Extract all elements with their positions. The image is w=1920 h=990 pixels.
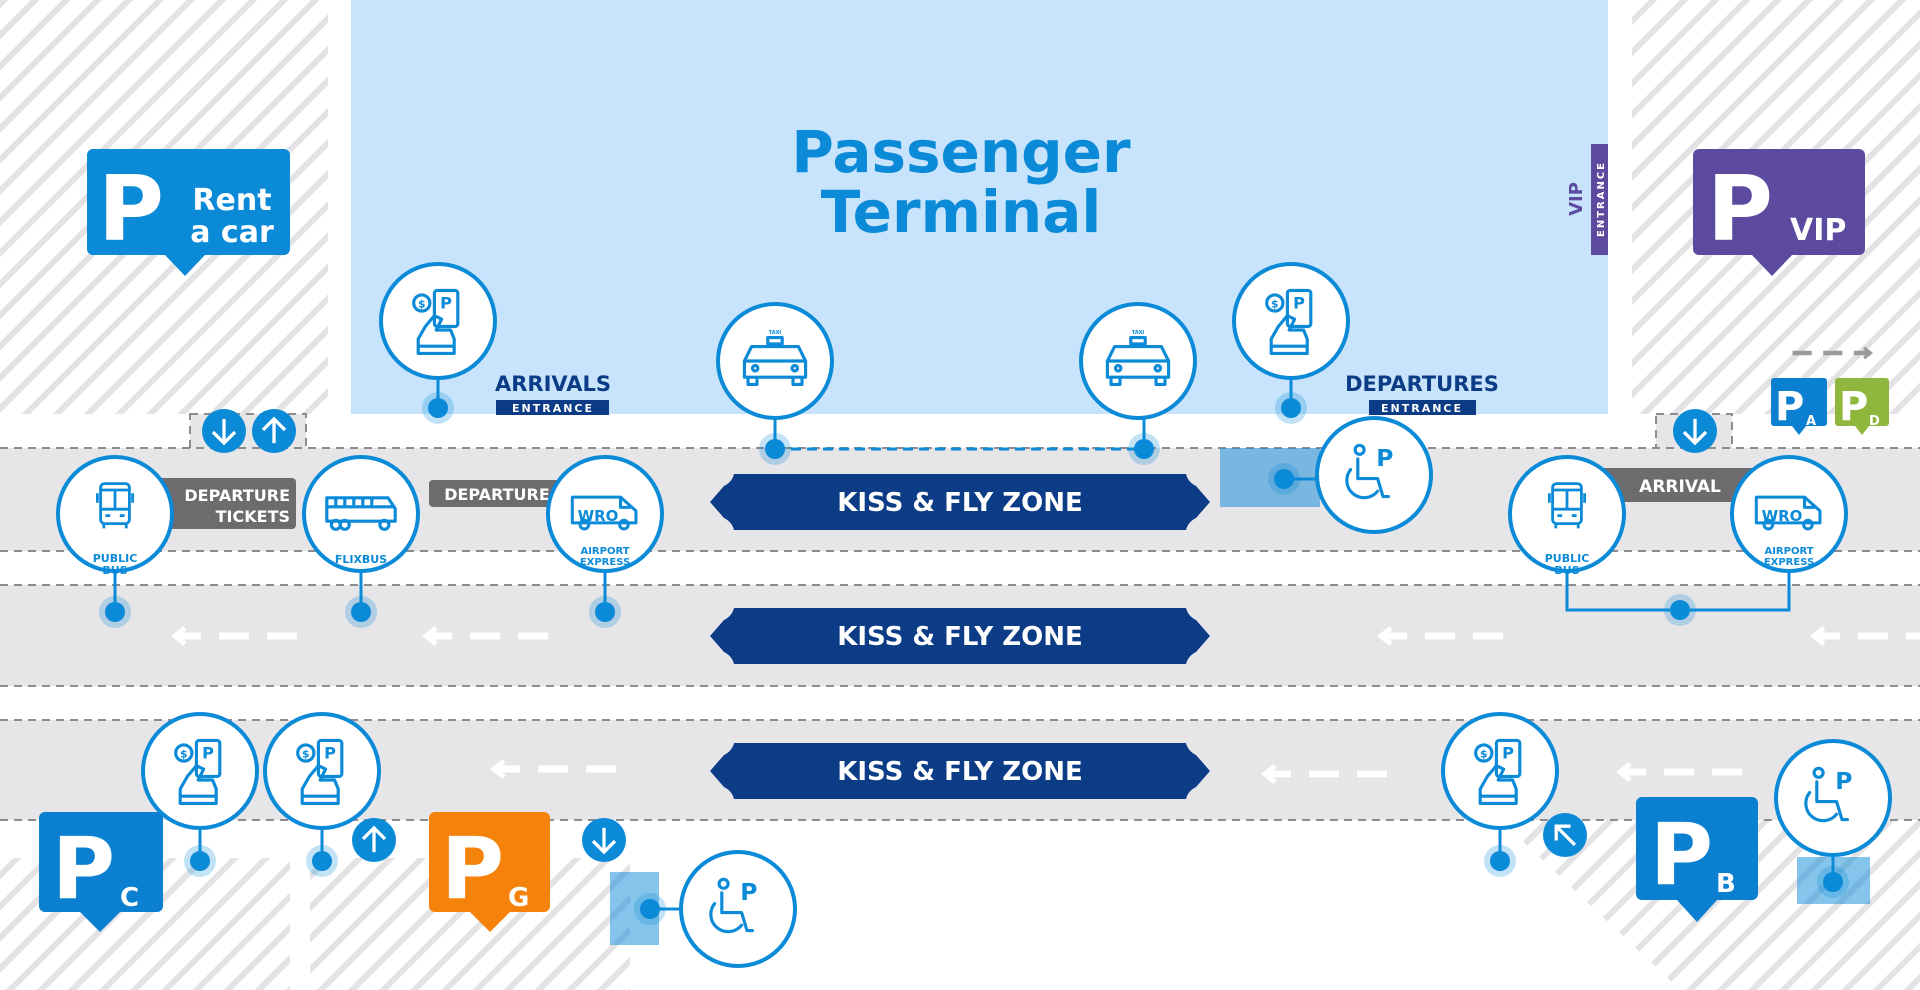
flixbus-stop[interactable] xyxy=(302,455,420,573)
departure-tickets-label: DEPARTURE TICKETS xyxy=(150,478,296,529)
vip-label: VIP xyxy=(1566,182,1587,216)
arrow-down-icon xyxy=(1673,409,1717,453)
parking-rent-a-car[interactable]: P Rent a car xyxy=(87,149,290,276)
pay-station-c2[interactable] xyxy=(263,712,381,830)
svg-text:P: P xyxy=(98,157,164,262)
taxi-sign: TAXI xyxy=(1132,330,1145,336)
parking-g[interactable]: P G xyxy=(429,812,550,932)
svg-text:P: P xyxy=(1650,805,1713,905)
kiss-fly-zone-1: KISS & FLY ZONE xyxy=(710,474,1210,530)
vip-entrance-label: ENTRANCE xyxy=(1596,161,1607,237)
flixbus-label: FLIXBUS xyxy=(335,553,387,566)
svg-text:P: P xyxy=(52,819,115,919)
parking-b[interactable]: P B xyxy=(1636,797,1758,922)
public-bus-label: BUS xyxy=(102,564,127,577)
parking-c[interactable]: P C xyxy=(39,812,163,932)
arrivals-entrance: ARRIVALS ENTRANCE xyxy=(495,372,611,415)
arrow-down-icon xyxy=(582,818,626,862)
svg-text:B: B xyxy=(1716,869,1736,899)
wro-label: WRO xyxy=(1762,507,1803,525)
svg-text:KISS & FLY ZONE: KISS & FLY ZONE xyxy=(837,622,1083,652)
passenger-terminal xyxy=(351,0,1608,414)
vip-entrance[interactable]: ENTRANCE VIP xyxy=(1566,144,1608,255)
svg-text:A: A xyxy=(1806,414,1816,429)
departure-label: DEPARTURE xyxy=(429,480,579,507)
airport-express-label: EXPRESS xyxy=(1764,557,1814,568)
taxi-sign: TAXI xyxy=(769,330,782,336)
svg-text:P: P xyxy=(441,819,504,919)
svg-text:VIP: VIP xyxy=(1790,213,1846,248)
airport-express-label: AIRPORT xyxy=(580,546,629,557)
parking-a[interactable]: P A xyxy=(1771,378,1827,435)
arrow-up-icon xyxy=(252,409,296,453)
terminal-title-line2: Terminal xyxy=(821,178,1101,246)
parking-d[interactable]: P D xyxy=(1835,378,1889,435)
airport-express-arrival[interactable] xyxy=(1730,455,1848,573)
kiss-fly-zone-3: KISS & FLY ZONE xyxy=(710,743,1210,799)
terminal-title-line1: Passenger xyxy=(791,118,1131,186)
svg-text:DEPARTURE: DEPARTURE xyxy=(184,486,290,505)
disabled-parking-b[interactable] xyxy=(1774,739,1892,857)
pay-station-arrivals[interactable] xyxy=(379,262,497,380)
svg-text:D: D xyxy=(1869,414,1880,429)
parking-vip[interactable]: P VIP xyxy=(1693,149,1865,276)
disabled-parking-1[interactable] xyxy=(1315,416,1433,534)
pay-station-c1[interactable] xyxy=(141,712,259,830)
airport-express-label: AIRPORT xyxy=(1764,546,1813,557)
svg-text:KISS & FLY ZONE: KISS & FLY ZONE xyxy=(837,757,1083,787)
svg-text:DEPARTURE: DEPARTURE xyxy=(444,485,550,504)
svg-text:C: C xyxy=(120,883,139,913)
departures-entrance: DEPARTURES ENTRANCE xyxy=(1345,372,1499,415)
svg-text:ARRIVAL: ARRIVAL xyxy=(1639,477,1721,497)
arrow-up-left-icon xyxy=(1543,813,1587,857)
svg-text:DEPARTURES: DEPARTURES xyxy=(1345,372,1499,396)
location-pins xyxy=(99,392,1849,925)
svg-text:ENTRANCE: ENTRANCE xyxy=(512,402,594,415)
kiss-fly-zone-2: KISS & FLY ZONE xyxy=(710,608,1210,664)
public-bus-departure[interactable] xyxy=(56,455,174,573)
arrow-down-icon xyxy=(202,409,246,453)
svg-text:G: G xyxy=(508,883,529,913)
wro-label: WRO xyxy=(578,507,619,525)
svg-text:Rent: Rent xyxy=(192,183,271,218)
svg-text:KISS & FLY ZONE: KISS & FLY ZONE xyxy=(837,488,1083,518)
svg-text:P: P xyxy=(1775,384,1804,430)
svg-text:ENTRANCE: ENTRANCE xyxy=(1381,402,1463,415)
svg-text:ARRIVALS: ARRIVALS xyxy=(495,372,611,396)
svg-text:P: P xyxy=(1707,157,1773,262)
public-bus-label: PUBLIC xyxy=(1545,552,1590,565)
svg-text:P: P xyxy=(1839,384,1868,430)
arrow-up-icon xyxy=(352,818,396,862)
pay-station-b[interactable] xyxy=(1441,712,1559,830)
pay-station-departures[interactable] xyxy=(1232,262,1350,380)
svg-text:a car: a car xyxy=(190,215,274,250)
public-bus-arrival[interactable] xyxy=(1508,455,1626,573)
public-bus-label: BUS xyxy=(1554,564,1579,577)
public-bus-label: PUBLIC xyxy=(93,552,138,565)
airport-express-label: EXPRESS xyxy=(580,557,630,568)
disabled-parking-g[interactable] xyxy=(679,850,797,968)
airport-express-departure[interactable] xyxy=(546,455,664,573)
svg-text:TICKETS: TICKETS xyxy=(216,507,290,526)
